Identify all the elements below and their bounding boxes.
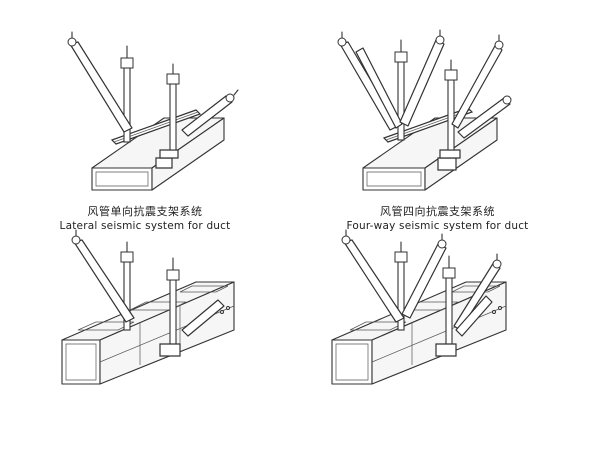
caption-four-way-zh: 风管四向抗震支架系统 (380, 205, 495, 218)
cable-tray-left (61, 281, 235, 385)
diagram-four-way-duct (337, 29, 512, 191)
caption-lateral: 风管单向抗震支架系统 Lateral seismic system for du… (40, 204, 250, 234)
seismic-braces (67, 31, 239, 137)
seismic-braces (71, 229, 225, 337)
support-frame (394, 241, 457, 357)
diagram-lateral-tray (61, 229, 235, 385)
diagram-lateral-duct (67, 31, 239, 191)
seismic-braces (341, 229, 502, 337)
diagram-four-way-tray (331, 229, 507, 385)
caption-lateral-en: Lateral seismic system for duct (59, 220, 231, 232)
seismic-braces (337, 29, 512, 139)
hanger-rods (120, 45, 180, 151)
caption-lateral-zh: 风管单向抗震支架系统 (87, 205, 203, 218)
support-frame (120, 241, 181, 357)
caption-four-way-en: Four-way seismic system for duct (346, 220, 529, 232)
caption-four-way: 风管四向抗震支架系统 Four-way seismic system for d… (325, 204, 550, 234)
hanger-rods (394, 39, 458, 151)
